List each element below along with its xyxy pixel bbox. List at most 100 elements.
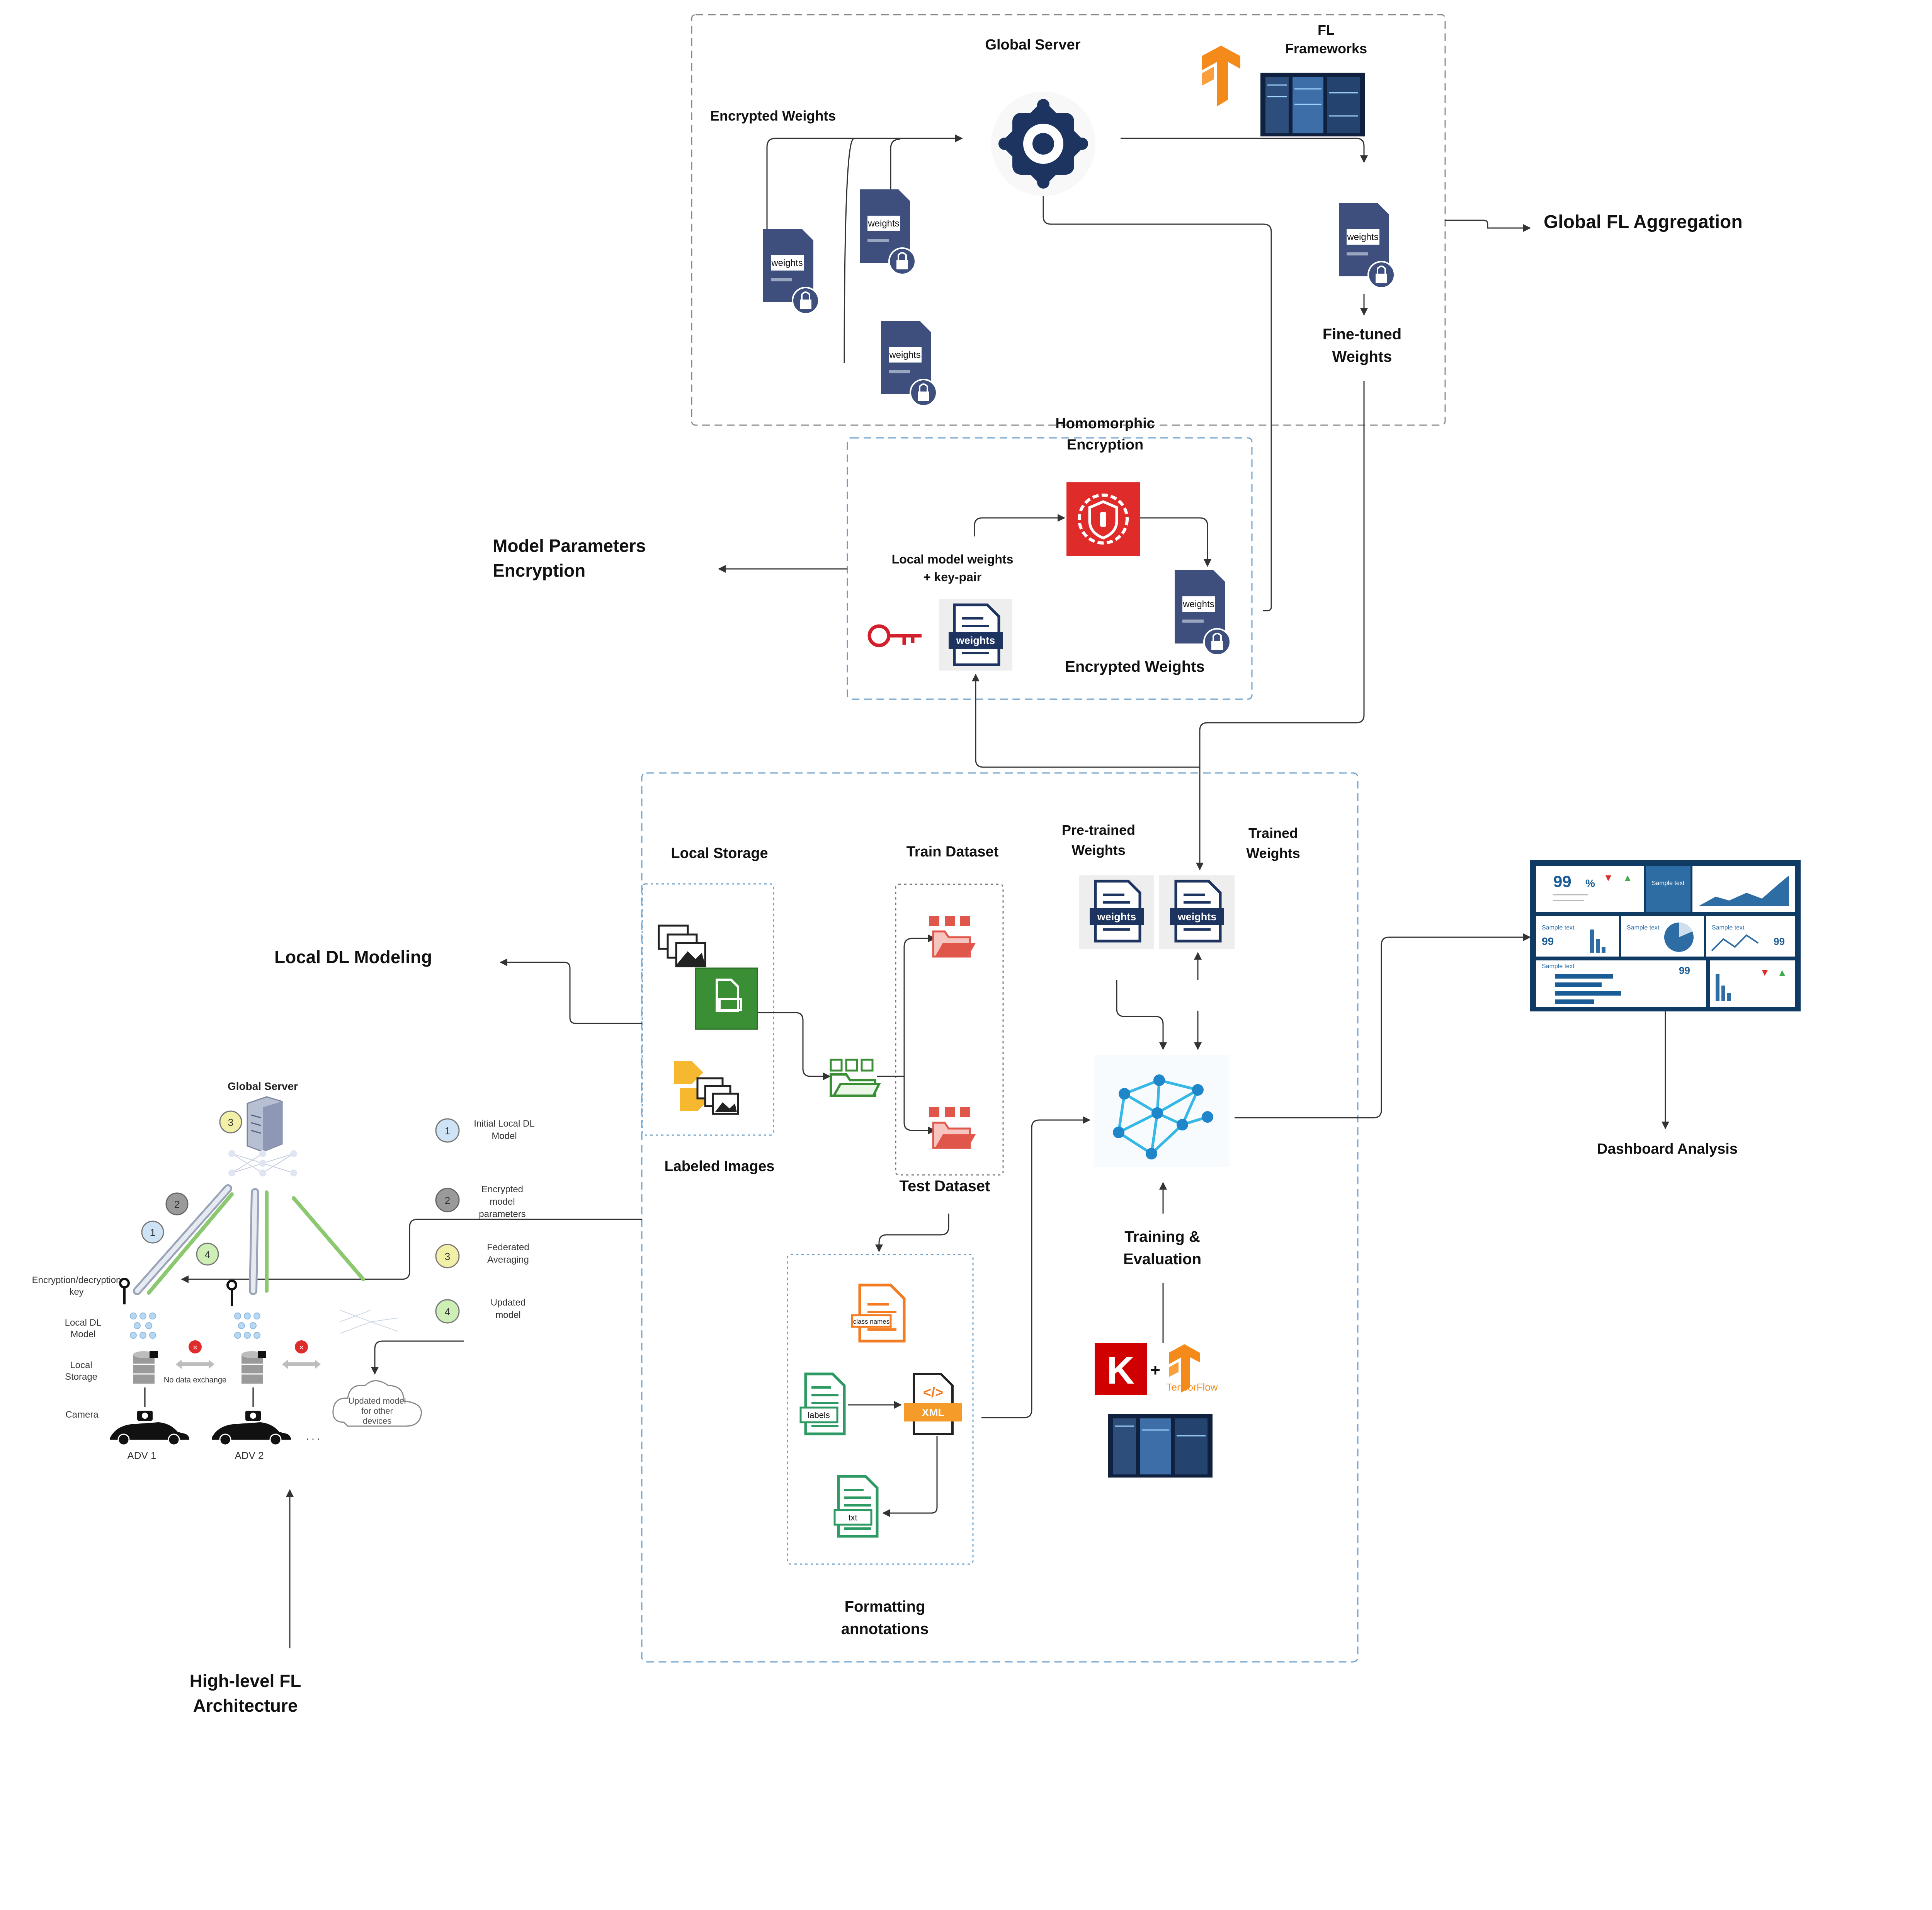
svg-text:%: % — [1585, 877, 1595, 889]
svg-text:2: 2 — [174, 1198, 180, 1210]
server-room-photo-icon — [1108, 1414, 1213, 1478]
training-evaluation-label: Training &Evaluation — [1123, 1228, 1201, 1268]
connectors — [181, 134, 1669, 1648]
svg-text:×: × — [193, 1343, 198, 1352]
key-icon — [867, 624, 922, 647]
svg-text:. . .: . . . — [306, 1430, 320, 1442]
tensorflow-logo-icon — [1202, 46, 1240, 106]
txt-file-icon: txt — [833, 1475, 879, 1538]
svg-text:Camera: Camera — [65, 1410, 99, 1420]
svg-text:3: 3 — [445, 1251, 450, 1262]
svg-text:Sample text: Sample text — [1627, 924, 1660, 931]
svg-text:Sample text: Sample text — [1542, 924, 1575, 931]
svg-text:class names: class names — [853, 1318, 889, 1325]
svg-text:TensorFlow: TensorFlow — [1167, 1381, 1218, 1393]
trained-weights-doc-icon: weights — [1159, 875, 1235, 949]
svg-text:</>: </> — [923, 1384, 943, 1400]
svg-text:No data exchange: No data exchange — [164, 1376, 226, 1384]
homomorphic-encryption-shield-icon — [1066, 482, 1140, 556]
svg-text:weights: weights — [1347, 232, 1378, 242]
train-dataset-label: Train Dataset — [906, 844, 999, 860]
svg-text:2: 2 — [445, 1195, 450, 1206]
svg-text:4: 4 — [445, 1306, 450, 1318]
encrypted-weights-doc-icon: weights — [763, 229, 820, 315]
storage-cylinder-icon — [133, 1351, 158, 1384]
labels-file-icon: labels — [799, 1372, 846, 1435]
pretrained-weights-doc-icon: weights — [1079, 875, 1154, 949]
arch-global-server-label: Global Server — [228, 1080, 298, 1092]
local-model-weights-label: Local model weights+ key-pair — [892, 552, 1014, 584]
svg-text:99: 99 — [1553, 872, 1571, 890]
server-tower-icon — [247, 1096, 283, 1152]
dashboard-thumbnail: 99 % Sample text Sample text 99 Sample t… — [1530, 860, 1801, 1011]
svg-text:Sample text: Sample text — [1712, 924, 1745, 931]
local-storage-label: Local Storage — [671, 845, 768, 861]
svg-text:weights: weights — [771, 258, 803, 268]
svg-text:ADV 1: ADV 1 — [127, 1450, 156, 1461]
svg-text:×: × — [299, 1343, 304, 1352]
svg-text:1: 1 — [150, 1227, 155, 1238]
plus-sign: + — [1150, 1361, 1160, 1380]
train-dataset-folder-icon — [929, 916, 976, 958]
camera-icon — [245, 1387, 261, 1421]
keras-logo-icon: K — [1095, 1343, 1147, 1395]
labeled-images-tags-icon — [674, 1061, 739, 1115]
high-level-architecture-panel: Global Server 3 2 1 4 — [32, 1080, 535, 1461]
car-icon — [212, 1422, 291, 1446]
svg-text:Sample text: Sample text — [1542, 963, 1575, 970]
tensorflow-logo-icon: TensorFlow — [1167, 1344, 1218, 1393]
svg-text:ADV 2: ADV 2 — [235, 1450, 264, 1461]
image-stack-icon — [658, 924, 706, 967]
svg-text:K: K — [1107, 1349, 1134, 1392]
test-dataset-folder-icon — [929, 1107, 976, 1149]
dataset-box — [895, 884, 1004, 1176]
green-document-icon — [695, 967, 758, 1030]
car-icon — [110, 1422, 189, 1446]
svg-text:weights: weights — [1182, 599, 1214, 609]
svg-text:3: 3 — [228, 1117, 233, 1128]
svg-text:1: 1 — [445, 1125, 450, 1137]
svg-text:weights: weights — [889, 350, 920, 360]
annotation-box — [787, 1254, 974, 1565]
encrypted-weights-mid-label: Encrypted Weights — [1065, 658, 1205, 675]
svg-text:Sample text: Sample text — [1652, 880, 1685, 887]
svg-text:99: 99 — [1679, 965, 1690, 976]
svg-text:weights: weights — [956, 635, 995, 646]
svg-text:99: 99 — [1774, 936, 1785, 947]
global-aggregation-label: Global FL Aggregation — [1544, 212, 1743, 232]
test-dataset-label: Test Dataset — [900, 1178, 990, 1195]
data-folder-icon — [830, 1059, 881, 1097]
local-dl-modeling-label: Local DL Modeling — [274, 947, 432, 967]
global-server-gear-icon — [991, 92, 1095, 196]
svg-text:txt: txt — [848, 1513, 857, 1522]
fine-tuned-weights-doc-icon: weights — [1339, 203, 1395, 289]
local-weights-doc-icon: weights — [939, 599, 1012, 671]
annotation-connectors — [848, 1401, 938, 1517]
encrypted-weights-doc-icon: weights — [881, 321, 937, 407]
svg-text:XML: XML — [922, 1406, 944, 1418]
xml-file-icon: </> XML — [904, 1373, 962, 1435]
svg-text:weights: weights — [1177, 911, 1217, 923]
storage-cylinder-icon — [242, 1351, 266, 1384]
class-names-file-icon: class names — [851, 1284, 906, 1343]
svg-text:99: 99 — [1542, 935, 1554, 947]
svg-text:labels: labels — [808, 1410, 830, 1420]
dashboard-analysis-label: Dashboard Analysis — [1597, 1141, 1738, 1157]
encrypted-weights-top-label: Encrypted Weights — [710, 108, 836, 124]
svg-text:4: 4 — [205, 1249, 210, 1260]
